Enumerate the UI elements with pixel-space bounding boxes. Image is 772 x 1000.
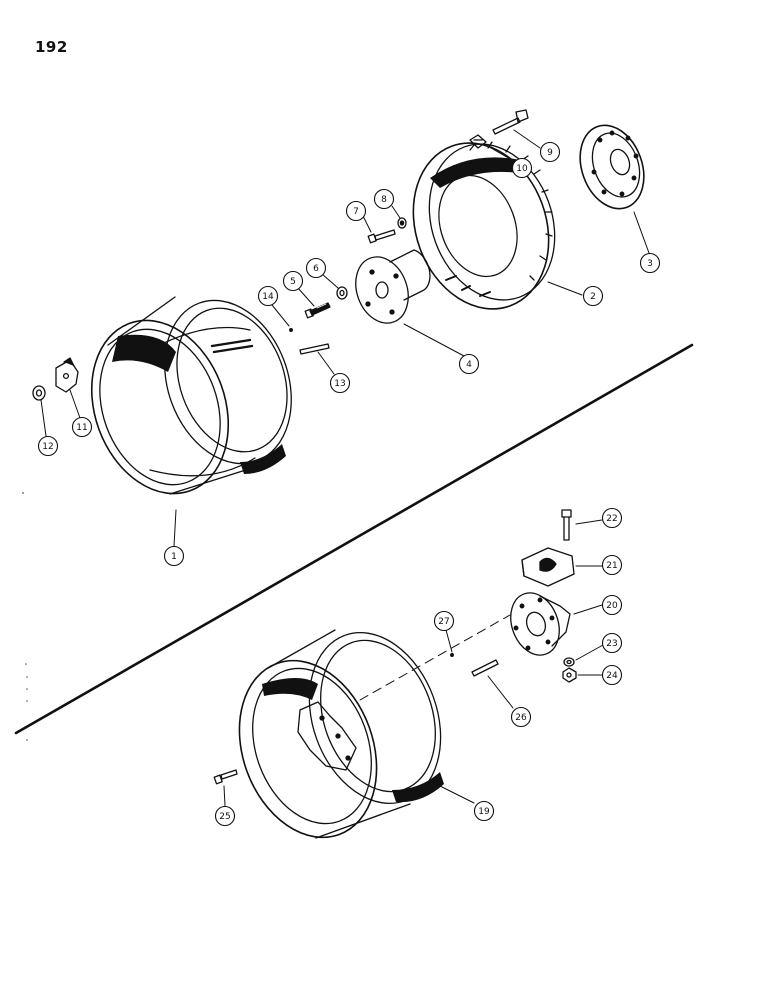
clamp-21-drawing <box>521 547 575 587</box>
svg-text:23: 23 <box>606 639 617 649</box>
alignment-line <box>359 614 511 701</box>
svg-text:8: 8 <box>381 195 387 205</box>
clip-10-drawing <box>469 134 487 149</box>
leader-19 <box>439 785 475 804</box>
svg-text:19: 19 <box>478 807 490 817</box>
svg-text:2: 2 <box>590 292 596 302</box>
callout-3: 3 <box>639 252 661 274</box>
svg-text:4: 4 <box>466 360 472 370</box>
callout-12: 12 <box>37 435 59 457</box>
clamp-11-drawing <box>55 357 79 393</box>
bolt-25-drawing <box>213 769 238 785</box>
callout-9: 9 <box>539 141 561 163</box>
callout-13: 13 <box>329 372 351 394</box>
leader-4 <box>403 323 465 357</box>
leader-8 <box>391 205 401 219</box>
svg-text:20: 20 <box>606 601 618 611</box>
callout-6: 6 <box>305 257 327 279</box>
callout-4: 4 <box>458 353 480 375</box>
leader-1 <box>173 509 177 547</box>
callout-1: 1 <box>163 545 185 567</box>
svg-text:26: 26 <box>515 713 527 723</box>
callout-19: 19 <box>473 800 495 822</box>
hub-4-drawing <box>355 249 431 324</box>
svg-text:27: 27 <box>438 617 449 627</box>
callout-2: 2 <box>582 285 604 307</box>
svg-text:6: 6 <box>313 264 319 274</box>
leader-6 <box>321 273 339 289</box>
washer-8-drawing <box>397 217 407 229</box>
callout-10: 10 <box>511 157 533 179</box>
leader-25 <box>223 785 226 807</box>
svg-text:7: 7 <box>353 207 359 217</box>
leader-9 <box>513 129 541 149</box>
nut-24-drawing <box>562 667 577 683</box>
pin-13-drawing <box>299 343 330 355</box>
leader-2 <box>547 281 583 296</box>
svg-text:1: 1 <box>171 552 177 562</box>
leader-12 <box>40 399 47 437</box>
callout-25: 25 <box>214 805 236 827</box>
leader-22 <box>575 519 603 525</box>
leader-26 <box>487 675 514 709</box>
disc-2-drawing <box>412 141 556 310</box>
svg-text:24: 24 <box>606 671 618 681</box>
callout-22: 22 <box>601 507 623 529</box>
washer-23-drawing <box>563 657 575 667</box>
leader-5 <box>297 287 315 307</box>
leader-10 <box>483 143 513 161</box>
svg-text:5: 5 <box>290 277 296 287</box>
bolt-22-drawing <box>561 509 572 541</box>
callout-14: 14 <box>257 285 279 307</box>
svg-text:25: 25 <box>219 812 230 822</box>
leader-20 <box>573 604 603 615</box>
section-divider-line <box>14 343 694 735</box>
leader-23 <box>575 644 604 661</box>
bolt-5-drawing <box>304 302 331 319</box>
svg-text:11: 11 <box>76 423 87 433</box>
pin-14-drawing <box>289 328 293 332</box>
leader-11 <box>69 389 81 419</box>
page-number: 192 <box>35 38 68 56</box>
rim-1-drawing <box>90 296 292 495</box>
callout-11: 11 <box>71 416 93 438</box>
nut-12-drawing <box>32 385 46 401</box>
leader-3 <box>633 211 650 254</box>
callout-20: 20 <box>601 594 623 616</box>
svg-text:12: 12 <box>42 442 53 452</box>
svg-text:9: 9 <box>547 148 553 158</box>
callout-7: 7 <box>345 200 367 222</box>
hub-20-drawing <box>510 592 571 656</box>
svg-text:21: 21 <box>606 561 617 571</box>
svg-text:22: 22 <box>606 514 617 524</box>
washer-6-drawing <box>336 286 348 300</box>
rim-19-drawing <box>238 629 444 839</box>
bolt-7-drawing <box>367 229 396 244</box>
flange-3-drawing <box>579 124 645 210</box>
pin-27-drawing <box>450 653 454 657</box>
svg-text:3: 3 <box>647 259 653 269</box>
callout-8: 8 <box>373 188 395 210</box>
callout-24: 24 <box>601 664 623 686</box>
callout-23: 23 <box>601 632 623 654</box>
callout-21: 21 <box>601 554 623 576</box>
callout-5: 5 <box>282 270 304 292</box>
leader-13 <box>317 351 335 375</box>
svg-text:14: 14 <box>262 292 274 302</box>
callout-26: 26 <box>510 706 532 728</box>
stud-26-drawing <box>471 659 499 677</box>
bolt-9-drawing <box>492 109 529 135</box>
scan-marks <box>22 492 28 741</box>
leader-14 <box>271 304 290 327</box>
svg-text:10: 10 <box>516 164 528 174</box>
leader-27 <box>445 629 453 653</box>
svg-text:13: 13 <box>334 379 345 389</box>
callout-27: 27 <box>433 610 455 632</box>
